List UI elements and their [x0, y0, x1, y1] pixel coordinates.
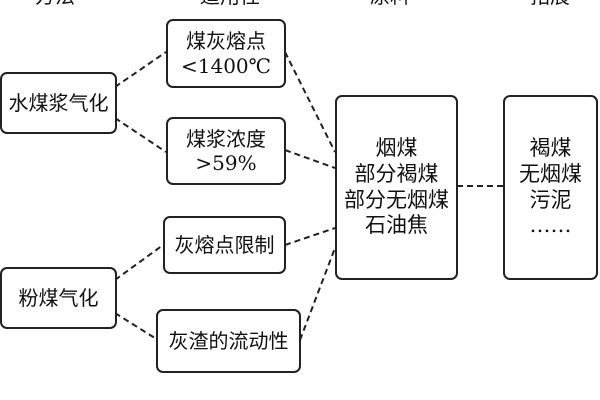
- feedstock-bituminous: 烟煤: [375, 136, 418, 161]
- header-col4: 拓展: [505, 0, 595, 9]
- slurry-conc-line1: 煤浆浓度: [186, 126, 266, 151]
- pulverized-label: 粉煤气化: [18, 285, 99, 310]
- connector-water-to-ashfusion: [114, 51, 167, 88]
- ash-fusion-line2: <1400℃: [180, 53, 272, 78]
- extension-anthracite: 无烟煤: [519, 161, 582, 186]
- header-col1: 方法: [10, 0, 100, 9]
- connector-pulverized-to-ashlimit: [114, 244, 164, 281]
- ash-fusion-line1: 煤灰熔点: [186, 29, 266, 54]
- extension-box: 褐煤 无烟煤 污泥 ……: [503, 95, 598, 280]
- slurry-concentration-box: 煤浆浓度 >59%: [166, 117, 286, 185]
- header-col2: 适用性: [185, 0, 275, 9]
- extension-lignite: 褐煤: [529, 136, 572, 161]
- extension-ellipsis: ……: [529, 213, 572, 238]
- slurry-conc-line2: >59%: [195, 151, 257, 175]
- connector-pulverized-to-slagflow: [114, 312, 159, 341]
- water-slurry-gasification-box: 水煤浆气化: [0, 72, 117, 134]
- connector-ashfusion-to-feed: [284, 51, 336, 153]
- connector-slagflow-to-feed: [299, 247, 336, 341]
- connector-ashlimit-to-feed: [284, 227, 336, 246]
- feedstock-petroleum-coke: 石油焦: [365, 213, 428, 238]
- feedstock-part-anthracite: 部分无烟煤: [344, 187, 449, 212]
- feedstock-part-lignite: 部分褐煤: [354, 161, 439, 186]
- slag-fluidity-box: 灰渣的流动性: [156, 309, 301, 373]
- feedstock-box: 烟煤 部分褐煤 部分无烟煤 石油焦: [335, 95, 458, 280]
- header-col3: 原料: [345, 0, 435, 9]
- ash-melting-limit-label: 灰熔点限制: [174, 232, 275, 257]
- slag-fluidity-label: 灰渣的流动性: [168, 328, 289, 353]
- connector-water-to-slurryconc: [114, 117, 167, 153]
- water-slurry-label: 水煤浆气化: [8, 90, 109, 115]
- extension-sludge: 污泥: [529, 187, 572, 212]
- pulverized-coal-gasification-box: 粉煤气化: [0, 267, 117, 329]
- ash-melting-limit-box: 灰熔点限制: [163, 216, 286, 274]
- ash-fusion-point-box: 煤灰熔点 <1400℃: [166, 19, 286, 88]
- connector-slurryconc-to-feed: [284, 149, 336, 169]
